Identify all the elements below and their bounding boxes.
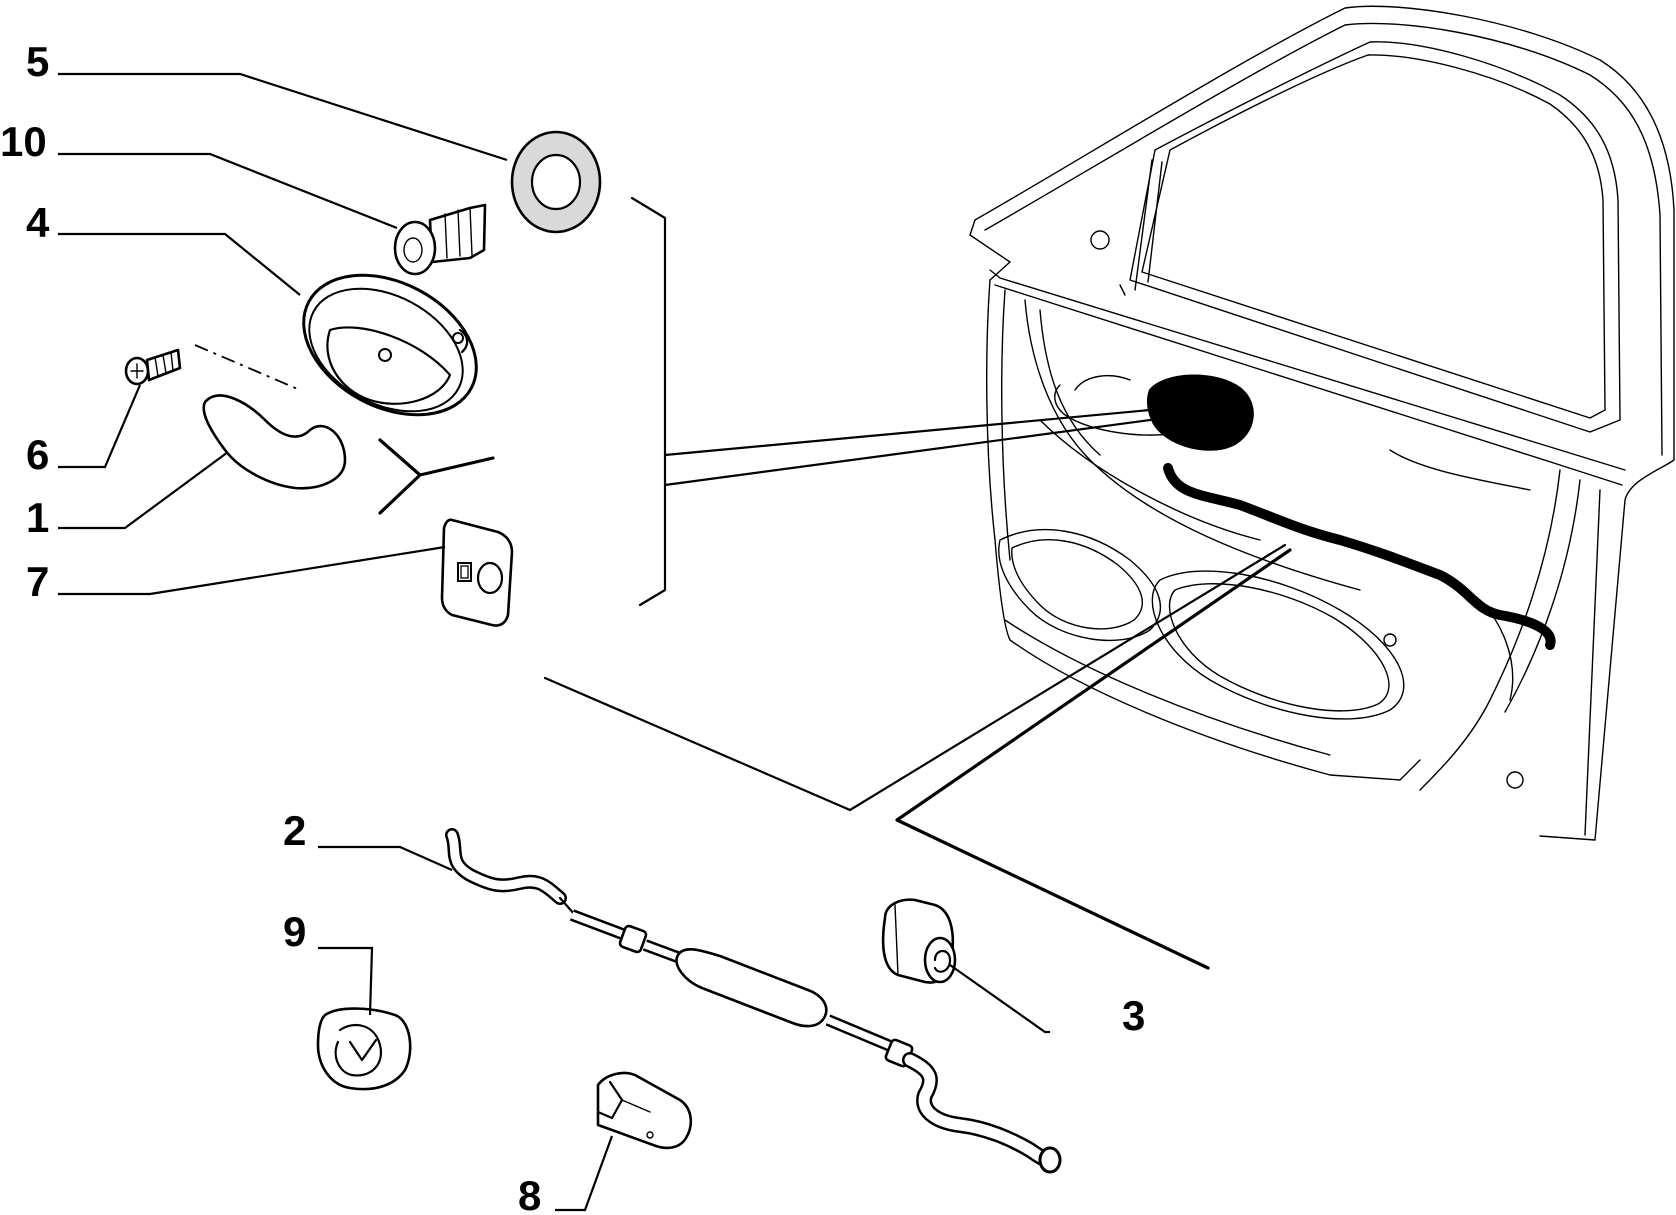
callout-10: 10: [0, 118, 47, 165]
callout-6: 6: [26, 431, 49, 478]
part-6-screw: [124, 344, 301, 391]
callout-3: 3: [1122, 992, 1145, 1039]
part-10-push-clip: [393, 203, 487, 276]
callout-8: 8: [518, 1172, 541, 1215]
callout-2: 2: [283, 807, 306, 854]
leader-2: [318, 845, 453, 872]
leader-7: [58, 545, 446, 596]
part-2-wiring-harness: [445, 828, 1062, 1174]
leader-8: [555, 1135, 614, 1212]
callout-5: 5: [26, 38, 49, 85]
leader-3: [949, 964, 1050, 1034]
callout-labels: 5 10 4 6 1 7 2 9 3 8: [0, 38, 1145, 1215]
part-9-grommet: [316, 1007, 412, 1091]
leader-6: [58, 384, 142, 469]
leader-10: [58, 152, 398, 230]
bracket-sketch: [378, 438, 495, 515]
leader-9: [318, 946, 374, 1016]
part-4-speaker: [302, 273, 478, 417]
door-panel: [969, 5, 1675, 841]
callout-1: 1: [26, 494, 49, 541]
part-8-clip: [596, 1071, 693, 1150]
callout-4: 4: [26, 199, 50, 246]
leader-1: [58, 451, 229, 530]
part-5-seal-ring: [510, 130, 602, 234]
part-1-gasket: [202, 394, 347, 490]
leader-4: [58, 232, 301, 296]
callout-9: 9: [283, 908, 306, 955]
callout-leaders: [58, 72, 1050, 1212]
leader-5: [58, 72, 508, 162]
callout-7: 7: [26, 558, 49, 605]
part-7-switch-plate: [440, 518, 514, 627]
part-3-grommet: [881, 898, 957, 984]
assembly-leaders: [543, 196, 1292, 970]
